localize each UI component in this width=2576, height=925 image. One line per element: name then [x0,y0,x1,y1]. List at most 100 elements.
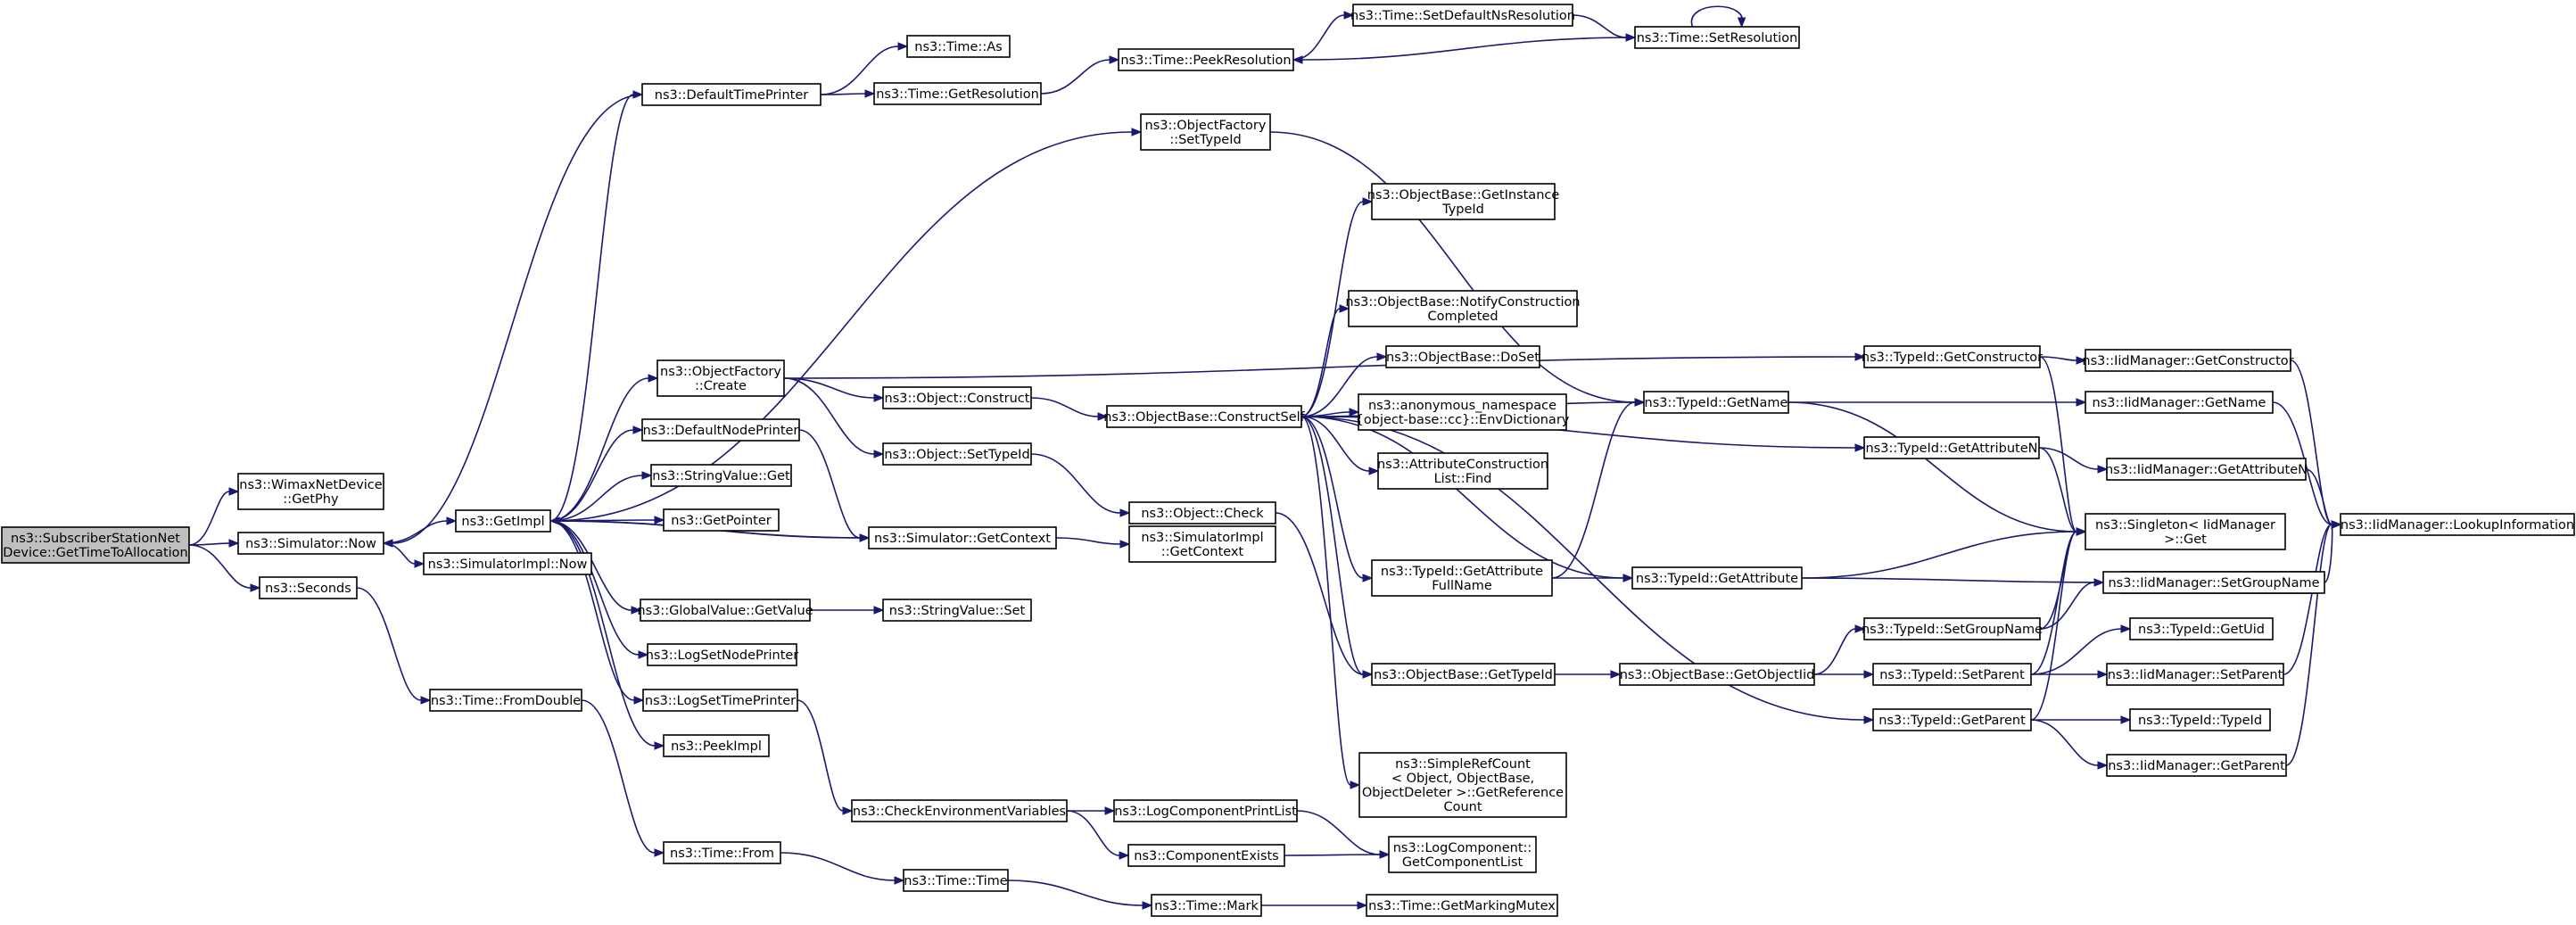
graph-node-object-construct[interactable]: ns3::Object::Construct [882,386,1032,409]
graph-node-componentexists[interactable]: ns3::ComponentExists [1127,844,1285,867]
graph-node-time-fromdouble[interactable]: ns3::Time::FromDouble [429,689,582,712]
graph-node-peekimpl[interactable]: ns3::PeekImpl [663,734,770,757]
graph-node-typeid-getparent[interactable]: ns3::TypeId::GetParent [1872,708,2032,731]
graph-node-time-setresolution[interactable]: ns3::Time::SetResolution [1634,26,1800,49]
graph-node-time-peekresolution[interactable]: ns3::Time::PeekResolution [1118,48,1294,71]
graph-node-iidmanager-getconstructor[interactable]: ns3::IidManager::GetConstructor [2082,349,2294,372]
graph-node-time-getresolution[interactable]: ns3::Time::GetResolution [873,82,1042,105]
node-box [455,509,551,533]
node-box [1348,290,1578,327]
graph-node-anon-envdictionary[interactable]: ns3::anonymous_namespace{object-base::cc… [1356,393,1570,431]
graph-node-logcomponentprintlist[interactable]: ns3::LogComponentPrintList [1113,799,1298,822]
call-edge-arrowhead [1362,670,1374,679]
node-box [641,418,800,442]
graph-node-stringvalue-set[interactable]: ns3::StringValue::Set [882,599,1032,622]
graph-node-objbase-doset[interactable]: ns3::ObjectBase::DoSet [1385,345,1540,368]
graph-node-time-time[interactable]: ns3::Time::Time [903,869,1009,892]
graph-node-iidmanager-lookupinformation[interactable]: ns3::IidManager::LookupInformation [2340,513,2575,536]
node-label-line: ns3::ObjectBase::NotifyConstruction [1345,295,1580,310]
graph-node-typeid-getname[interactable]: ns3::TypeId::GetName [1643,391,1789,414]
graph-node-objbase-notifyconstruction[interactable]: ns3::ObjectBase::NotifyConstructionCompl… [1345,290,1581,327]
node-label-line: ns3::ComponentExists [1134,849,1279,863]
node-label-line: ns3::ObjectBase::GetInstance [1367,188,1560,202]
node-box [2085,349,2291,372]
call-edge-arrowhead [1109,55,1120,64]
graph-node-objbase-constructself[interactable]: ns3::ObjectBase::ConstructSelf [1103,405,1306,428]
graph-node-objbase-gettypeid[interactable]: ns3::ObjectBase::GetTypeId [1371,663,1556,686]
graph-node-typeid-getattributen[interactable]: ns3::TypeId::GetAttributeN [1863,436,2040,459]
graph-node-object-settypeid[interactable]: ns3::Object::SetTypeId [882,442,1032,466]
graph-node-typeid-getattribute[interactable]: ns3::TypeId::GetAttribute [1631,566,1803,590]
graph-node-iidmanager-getattributen[interactable]: ns3::IidManager::GetAttributeN [2105,458,2308,481]
graph-node-logsettimeprinter[interactable]: ns3::LogSetTimePrinter [642,689,798,712]
graph-node-seconds[interactable]: ns3::Seconds [259,576,358,599]
node-label-line: ns3::DefaultTimePrinter [655,88,808,103]
graph-node-time-from[interactable]: ns3::Time::From [663,841,781,864]
call-edge [820,89,876,98]
graph-node-objfactory-settypeid[interactable]: ns3::ObjectFactory::SetTypeId [1140,113,1271,151]
graph-node-typeid-getuid[interactable]: ns3::TypeId::GetUid [2129,617,2274,640]
graph-node-time-mark[interactable]: ns3::Time::Mark [1151,894,1262,917]
call-edge-arrowhead [1622,574,1634,582]
node-label-line: ns3::SimulatorImpl [1141,531,1263,545]
node-label-line: ns3::ObjectFactory [660,365,781,379]
node-label-line: ns3::TypeId::GetName [1645,396,1788,410]
graph-node-time-setdefaultns[interactable]: ns3::Time::SetDefaultNsResolution [1350,4,1575,27]
call-edge-line [1300,416,1624,579]
graph-node-objbase-getobjectiid[interactable]: ns3::ObjectBase::GetObjectIid [1619,663,1815,686]
graph-node-simimpl-getcontext[interactable]: ns3::SimulatorImpl::GetContext [1128,525,1276,563]
graph-node-defaulttimeprinter[interactable]: ns3::DefaultTimePrinter [641,83,822,106]
node-box [1863,617,2041,640]
graph-node-simimpl-now[interactable]: ns3::SimulatorImpl::Now [423,552,592,575]
graph-node-iidmanager-getparent[interactable]: ns3::IidManager::GetParent [2106,754,2287,777]
graph-node-typeid-typeid[interactable]: ns3::TypeId::TypeId [2129,708,2271,731]
node-box [868,526,1057,549]
graph-node-logsetnodeprinter[interactable]: ns3::LogSetNodePrinter [646,643,799,666]
graph-node-typeid-setparent[interactable]: ns3::TypeId::SetParent [1872,663,2032,686]
node-label-line: ns3::WimaxNetDevice [239,478,382,492]
call-edge-arrowhead [382,539,393,548]
graph-node-iidmanager-setparent[interactable]: ns3::IidManager::SetParent [2106,663,2284,686]
graph-node-logcomponent-getcomponentlist[interactable]: ns3::LogComponent::GetComponentList [1388,836,1537,873]
graph-node-wimax-getphy[interactable]: ns3::WimaxNetDevice::GetPhy [237,473,384,510]
graph-node-simplerefcount[interactable]: ns3::SimpleRefCount< Object, ObjectBase,… [1358,752,1567,818]
call-edge-arrowhead [1350,780,1361,789]
graph-node-singleton-get[interactable]: ns3::Singleton< IidManager >::Get [2085,513,2286,550]
graph-node-time-as[interactable]: ns3::Time::As [906,35,1011,58]
graph-node-sim-now[interactable]: ns3::Simulator::Now [237,532,384,555]
call-edge [798,429,871,542]
node-box [2106,663,2284,686]
call-edge-arrowhead [1142,901,1153,910]
graph-node-object-check[interactable]: ns3::Object::Check [1128,501,1276,524]
graph-node-iidmanager-setgroupname[interactable]: ns3::IidManager::SetGroupName [2102,571,2325,594]
call-edge-line [392,94,643,544]
graph-node-typeid-setgroupname[interactable]: ns3::TypeId::SetGroupName [1862,617,2043,640]
graph-node-globalvalue-getvalue[interactable]: ns3::GlobalValue::GetValue [637,599,813,622]
graph-node-getimpl[interactable]: ns3::GetImpl [455,509,551,533]
call-edge [1300,304,1350,417]
node-box [663,841,781,864]
graph-node-time-getmarkingmutex[interactable]: ns3::Time::GetMarkingMutex [1366,894,1558,917]
graph-node-stringvalue-get[interactable]: ns3::StringValue::Get [650,464,792,487]
graph-node-defaultnodeprinter[interactable]: ns3::DefaultNodePrinter [641,418,800,442]
graph-node-typeid-getconstructor[interactable]: ns3::TypeId::GetConstructor [1862,345,2043,368]
graph-node-sim-getcontext[interactable]: ns3::Simulator::GetContext [868,526,1057,549]
node-label-line: ns3::Object::Check [1141,507,1264,521]
call-edge-line [2285,524,2332,766]
graph-node-getpointer[interactable]: ns3::GetPointer [663,508,780,532]
call-edge [2030,670,2109,679]
call-edge-arrowhead [873,393,885,402]
call-edge [549,471,653,522]
call-edge-arrowhead [1343,11,1355,20]
node-label-line: ns3::Time::From [670,847,774,861]
graph-node-objfactory-create[interactable]: ns3::ObjectFactory::Create [656,359,785,397]
node-label-line: ns3::TypeId::GetParent [1878,714,2026,728]
call-edge [549,520,645,705]
graph-node-checkenvvars[interactable]: ns3::CheckEnvironmentVariables [851,799,1068,822]
graph-node-root[interactable]: ns3::SubscriberStationNetDevice::GetTime… [1,526,190,564]
node-label-line: ns3::IidManager::GetParent [2108,759,2285,773]
graph-node-iidmanager-getname[interactable]: ns3::IidManager::GetName [2085,391,2274,414]
